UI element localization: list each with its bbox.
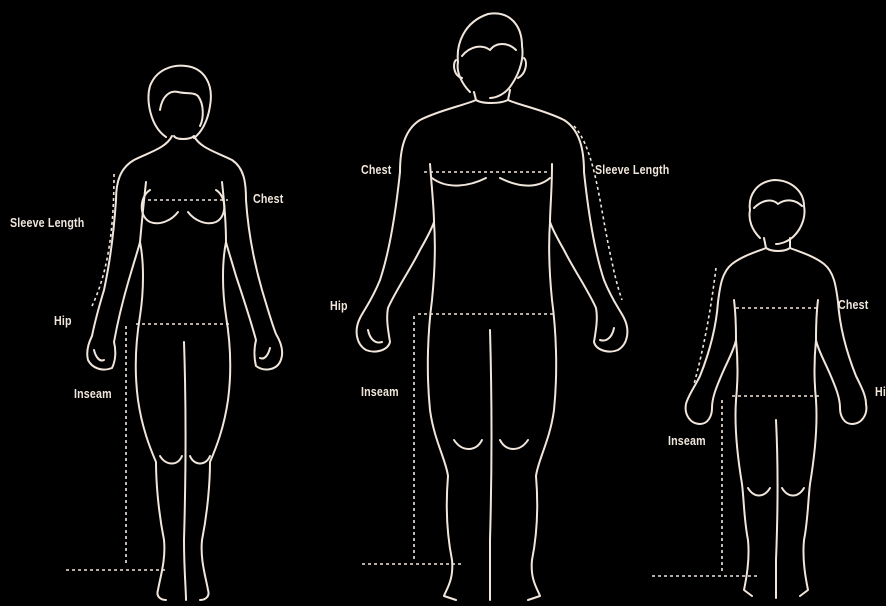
man-inseam-label: Inseam bbox=[361, 384, 399, 399]
child-head bbox=[749, 180, 804, 244]
man-sleeve-label: Sleeve Length bbox=[595, 162, 669, 177]
man-head bbox=[458, 13, 523, 98]
woman-hair bbox=[160, 92, 203, 126]
woman-outline-left bbox=[87, 136, 172, 600]
man-sleeve-line bbox=[574, 126, 622, 300]
woman-sleeve-label: Sleeve Length bbox=[10, 215, 84, 230]
man-chest-label: Chest bbox=[361, 162, 391, 177]
child-figure bbox=[652, 180, 866, 598]
child-inseam-label: Inseam bbox=[668, 433, 706, 448]
woman-inseam-label: Inseam bbox=[74, 386, 112, 401]
child-outline-left bbox=[686, 248, 766, 596]
woman-sleeve-line bbox=[92, 174, 114, 306]
woman-figure bbox=[66, 66, 282, 600]
child-hip-label: Hi bbox=[875, 384, 886, 399]
woman-hip-label: Hip bbox=[54, 313, 72, 328]
man-hip-label: Hip bbox=[330, 298, 348, 313]
child-sleeve-line bbox=[694, 268, 716, 384]
man-figure bbox=[357, 13, 628, 600]
woman-chest-label: Chest bbox=[253, 191, 283, 206]
child-chest-label: Chest bbox=[838, 297, 868, 312]
